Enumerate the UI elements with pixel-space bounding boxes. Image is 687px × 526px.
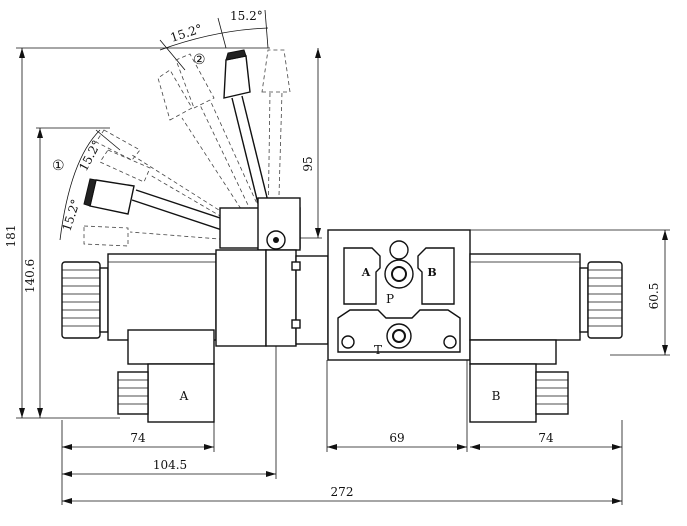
dim-lever-height: 95: [301, 156, 315, 171]
port-a-label: A: [361, 266, 371, 279]
dim-total-width: 272: [331, 485, 354, 499]
position-label-2: ②: [193, 52, 206, 68]
dim-coil-height: 60.5: [647, 283, 661, 310]
valve-body: A B P T: [327, 229, 471, 361]
coil-a-assembly: A: [61, 249, 329, 423]
dimension-lines: [16, 47, 670, 505]
dim-body-width: 69: [389, 431, 404, 445]
angle-label-2: 15.2°: [230, 9, 263, 23]
coil-b-label: B: [492, 389, 501, 403]
coil-a-label: A: [179, 389, 189, 403]
dim-axis-height: 140.6: [23, 259, 37, 293]
coil-b-assembly: B: [469, 253, 623, 423]
dim-coil-a-width: 74: [130, 431, 146, 445]
lever-pivot-block: [219, 197, 301, 251]
port-t-label: T: [374, 343, 382, 357]
dim-left-width: 104.5: [153, 458, 187, 472]
angle-label-4: 15.2°: [60, 197, 83, 232]
dim-total-height: 181: [4, 225, 18, 248]
position-label-1: ①: [52, 158, 65, 174]
port-b-label: B: [427, 266, 436, 279]
dim-coil-b-width: 74: [538, 431, 554, 445]
dimension-labels: 181 140.6 95 60.5 74 69 74 104.5 272: [4, 156, 661, 499]
port-p-label: P: [386, 292, 394, 306]
angle-label-3: 15.2°: [76, 138, 104, 173]
angle-arcs: 15.2° 15.2° 15.2° 15.2° ① ②: [52, 9, 269, 241]
